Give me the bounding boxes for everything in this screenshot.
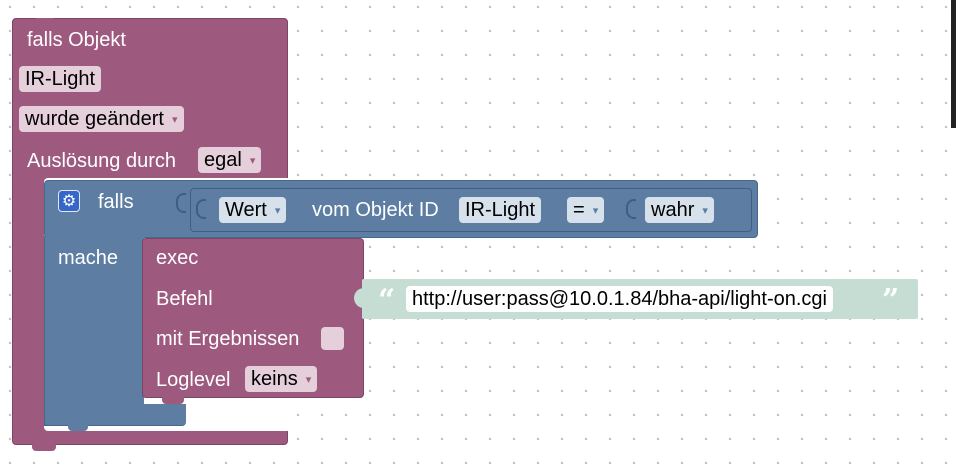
open-quote-icon: “ <box>378 283 396 318</box>
trigger-by-dropdown[interactable]: egal ▾ <box>198 147 262 173</box>
command-text-field[interactable]: http://user:pass@10.0.1.84/bha-api/light… <box>406 286 833 312</box>
loglevel-value: keins <box>251 368 298 390</box>
of-object-label: vom Objekt ID <box>312 199 439 221</box>
puzzle-connector <box>626 199 636 219</box>
chevron-down-icon: ▾ <box>305 374 312 386</box>
close-quote-icon: ” <box>882 283 900 318</box>
gear-icon[interactable]: ⚙ <box>58 190 80 212</box>
puzzle-connector <box>354 288 364 308</box>
trigger-bottom-tab <box>32 443 56 451</box>
chevron-down-icon: ▾ <box>249 155 256 167</box>
scrollbar[interactable] <box>951 0 956 128</box>
chevron-down-icon: ▾ <box>274 205 281 217</box>
command-label: Befehl <box>156 288 213 310</box>
trigger-object-field[interactable]: IR-Light <box>19 66 102 92</box>
trigger-title: falls Objekt <box>27 29 126 51</box>
chevron-down-icon: ▾ <box>171 114 178 126</box>
trigger-by-label: Auslösung durch <box>27 150 176 172</box>
loglevel-label: Loglevel <box>156 369 231 391</box>
do-label: mache <box>58 247 119 269</box>
puzzle-connector <box>176 193 186 213</box>
trigger-top-notch <box>36 18 54 26</box>
value-type-value: Wert <box>225 199 267 221</box>
operator-value: = <box>573 199 585 221</box>
chevron-down-icon: ▾ <box>592 205 599 217</box>
if-bottom-tab <box>68 424 88 431</box>
compare-value-dropdown[interactable]: wahr ▾ <box>645 197 714 223</box>
if-block-left-rail <box>44 236 144 426</box>
with-results-label: mit Ergebnissen <box>156 328 300 350</box>
with-results-checkbox[interactable] <box>321 327 344 350</box>
chevron-down-icon: ▾ <box>702 205 708 217</box>
loglevel-dropdown[interactable]: keins ▾ <box>245 366 318 392</box>
operator-dropdown[interactable]: =▾ <box>567 197 605 223</box>
compare-value: wahr <box>651 199 695 221</box>
value-type-dropdown[interactable]: Wert ▾ <box>219 197 287 223</box>
trigger-event-value: wurde geändert <box>25 108 164 130</box>
if-block-bottom <box>44 404 186 426</box>
exec-bottom-tab <box>162 396 184 404</box>
trigger-event-dropdown[interactable]: wurde geändert ▾ <box>19 106 184 132</box>
trigger-by-value: egal <box>204 149 242 171</box>
condition-object-field[interactable]: IR-Light <box>459 197 542 223</box>
if-label: falls <box>98 191 134 213</box>
exec-title: exec <box>156 247 199 269</box>
puzzle-connector <box>196 199 206 219</box>
